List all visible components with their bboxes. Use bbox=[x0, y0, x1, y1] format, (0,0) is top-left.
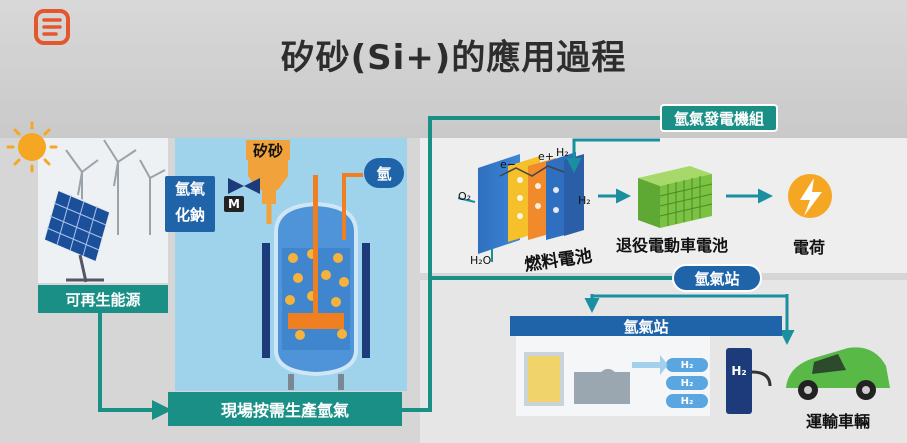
h2-tanks bbox=[666, 358, 708, 408]
h2-cell-label: H₂ bbox=[578, 194, 591, 207]
electron-minus-label: e− bbox=[500, 158, 516, 171]
hydrogen-genset-label: 氫氣發電機組 bbox=[660, 104, 778, 132]
tank-icon bbox=[524, 352, 564, 406]
battery-pack-icon bbox=[638, 166, 713, 228]
solar-panel-icon bbox=[43, 188, 111, 283]
stirrer-shaft bbox=[313, 175, 318, 325]
h2-pump-label: H₂ bbox=[731, 364, 747, 378]
station-roof-label: 氫氣站 bbox=[623, 317, 669, 336]
onsite-hydrogen-label: 現場按需生產氫氣 bbox=[168, 392, 402, 426]
reactor-wall-left bbox=[262, 243, 270, 358]
flow-line-main bbox=[402, 116, 660, 412]
arrow-h2-in bbox=[566, 138, 660, 173]
hydrogen-outlet-pipe bbox=[342, 173, 363, 240]
h2o-label: H₂O bbox=[470, 254, 492, 267]
transport-vehicle-label: 運輸車輛 bbox=[806, 412, 871, 431]
electron-plus-label: e+ bbox=[538, 150, 554, 163]
h2-tank-label-2: H₂ bbox=[680, 377, 694, 389]
retired-ev-battery-label: 退役電動車電池 bbox=[616, 236, 729, 255]
h2-tank-label-3: H₂ bbox=[680, 395, 694, 407]
page-title: 矽砂(Si+)的應用過程 bbox=[280, 38, 627, 78]
sodium-hydroxide-label: 氫氧 化鈉 bbox=[165, 176, 215, 232]
station-roof bbox=[510, 316, 782, 336]
flow-line-renewable bbox=[98, 312, 172, 420]
renewable-energy-label: 可再生能源 bbox=[38, 285, 168, 313]
h2-pump-icon bbox=[726, 348, 772, 414]
motor-label: M bbox=[228, 197, 240, 211]
hydrogen-label: 氫 bbox=[364, 158, 404, 188]
reactor-wall-right bbox=[362, 243, 370, 358]
motor-icon bbox=[224, 196, 244, 212]
h2-in-label: H₂ bbox=[556, 146, 569, 159]
sun-icon bbox=[6, 121, 58, 173]
silica-label: 矽砂 bbox=[246, 140, 290, 160]
o2-label: O₂ bbox=[458, 190, 472, 203]
stirrer-blade bbox=[288, 313, 344, 329]
lightning-bolt-icon bbox=[788, 174, 832, 218]
charge-label: 電荷 bbox=[793, 238, 826, 257]
brand-logo-icon bbox=[34, 9, 70, 45]
compressor-icon bbox=[574, 369, 630, 404]
valve-icon bbox=[228, 178, 260, 194]
fuel-cell-icon bbox=[478, 152, 584, 254]
car-icon bbox=[786, 347, 890, 400]
hydrogen-station-tag: 氫氣站 bbox=[672, 264, 762, 292]
h2-tank-label-1: H₂ bbox=[680, 359, 694, 371]
